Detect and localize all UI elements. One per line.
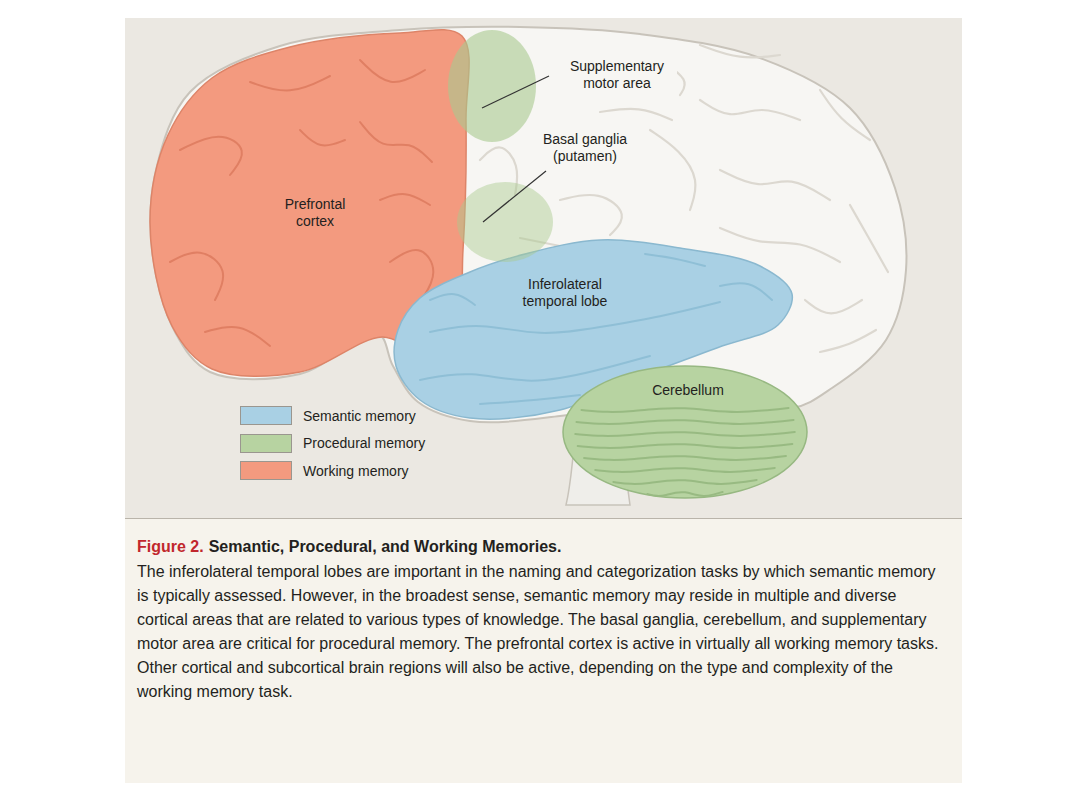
gyrus-line [645,254,705,266]
legend-text: Procedural memory [303,435,425,451]
brain-region: Cerebellum [555,360,815,505]
caption-anchor: The inferolateral temporal lobes are imp… [137,560,949,704]
gyrus-line [560,195,622,235]
basal-ganglia [457,182,553,262]
gyrus-line [300,130,345,145]
gyrus-line [250,76,330,90]
gyrus-line [360,122,432,162]
legend-swatch [240,434,292,453]
gyrus-line [613,480,756,484]
gyrus-line [820,330,876,352]
gyrus-line [805,300,862,313]
text-anchor: Supplementary motor area [557,58,677,92]
gyrus-line [578,444,793,448]
legend-swatch [240,406,292,425]
leader-line [482,76,549,108]
legend-swatch [240,461,292,480]
text-anchor: Prefrontal cortex [267,196,363,230]
gyrus-line [170,252,223,300]
region-shape [563,366,807,498]
caption-heading: Figure 2. Semantic, Procedural, and Worki… [137,536,949,558]
gyrus-line [430,294,475,305]
gyrus-line [520,238,560,246]
gyrus-line [700,45,780,57]
legend: Semantic memoryProcedural memoryWorking … [240,402,425,485]
legend-text: Semantic memory [303,408,416,424]
leader-line [483,171,546,222]
text-anchor: Cerebellum [638,382,738,399]
legend-text: Working memory [303,463,409,479]
gyrus-line [600,109,672,120]
region-label: Prefrontal cortex [267,196,363,230]
text-anchor: Inferolateral temporal lobe [507,276,623,310]
gyrus-line [576,420,793,424]
gyrus-line [647,492,722,496]
gyrus-line [360,60,425,82]
structure-label: Supplementary motor area [557,58,677,92]
gyrus-line [581,408,788,412]
figure-caption: The inferolateral temporal lobes are imp… [137,560,949,704]
figure-title: Semantic, Procedural, and Working Memori… [209,538,562,555]
gyrus-line [380,194,430,205]
gyrus-line [820,90,870,140]
gyrus-line [700,100,800,120]
structure-label: Basal ganglia (putamen) [533,131,637,165]
gyrus-line [205,327,270,346]
gyrus-line [650,130,695,210]
legend-row: Semantic memory [240,402,425,430]
gyrus-line [575,432,795,436]
gyrus-line [180,137,242,175]
region-label: Cerebellum [638,382,738,399]
gyrus-line [720,170,830,200]
gyrus-line [850,205,888,272]
legend-row: Procedural memory [240,430,425,458]
gyrus-line [480,395,580,404]
figure-number: Figure 2. [137,538,204,555]
gyrus-line [720,228,840,262]
gyrus-line [595,468,775,472]
brain-outline [150,27,906,423]
legend-row: Working memory [240,457,425,485]
region-label: Inferolateral temporal lobe [507,276,623,310]
gyrus-line [720,283,772,300]
supplementary-motor-area [448,30,536,142]
text-anchor: Basal ganglia (putamen) [533,131,637,165]
gyrus-line [584,456,786,460]
gyrus-line [480,147,517,195]
